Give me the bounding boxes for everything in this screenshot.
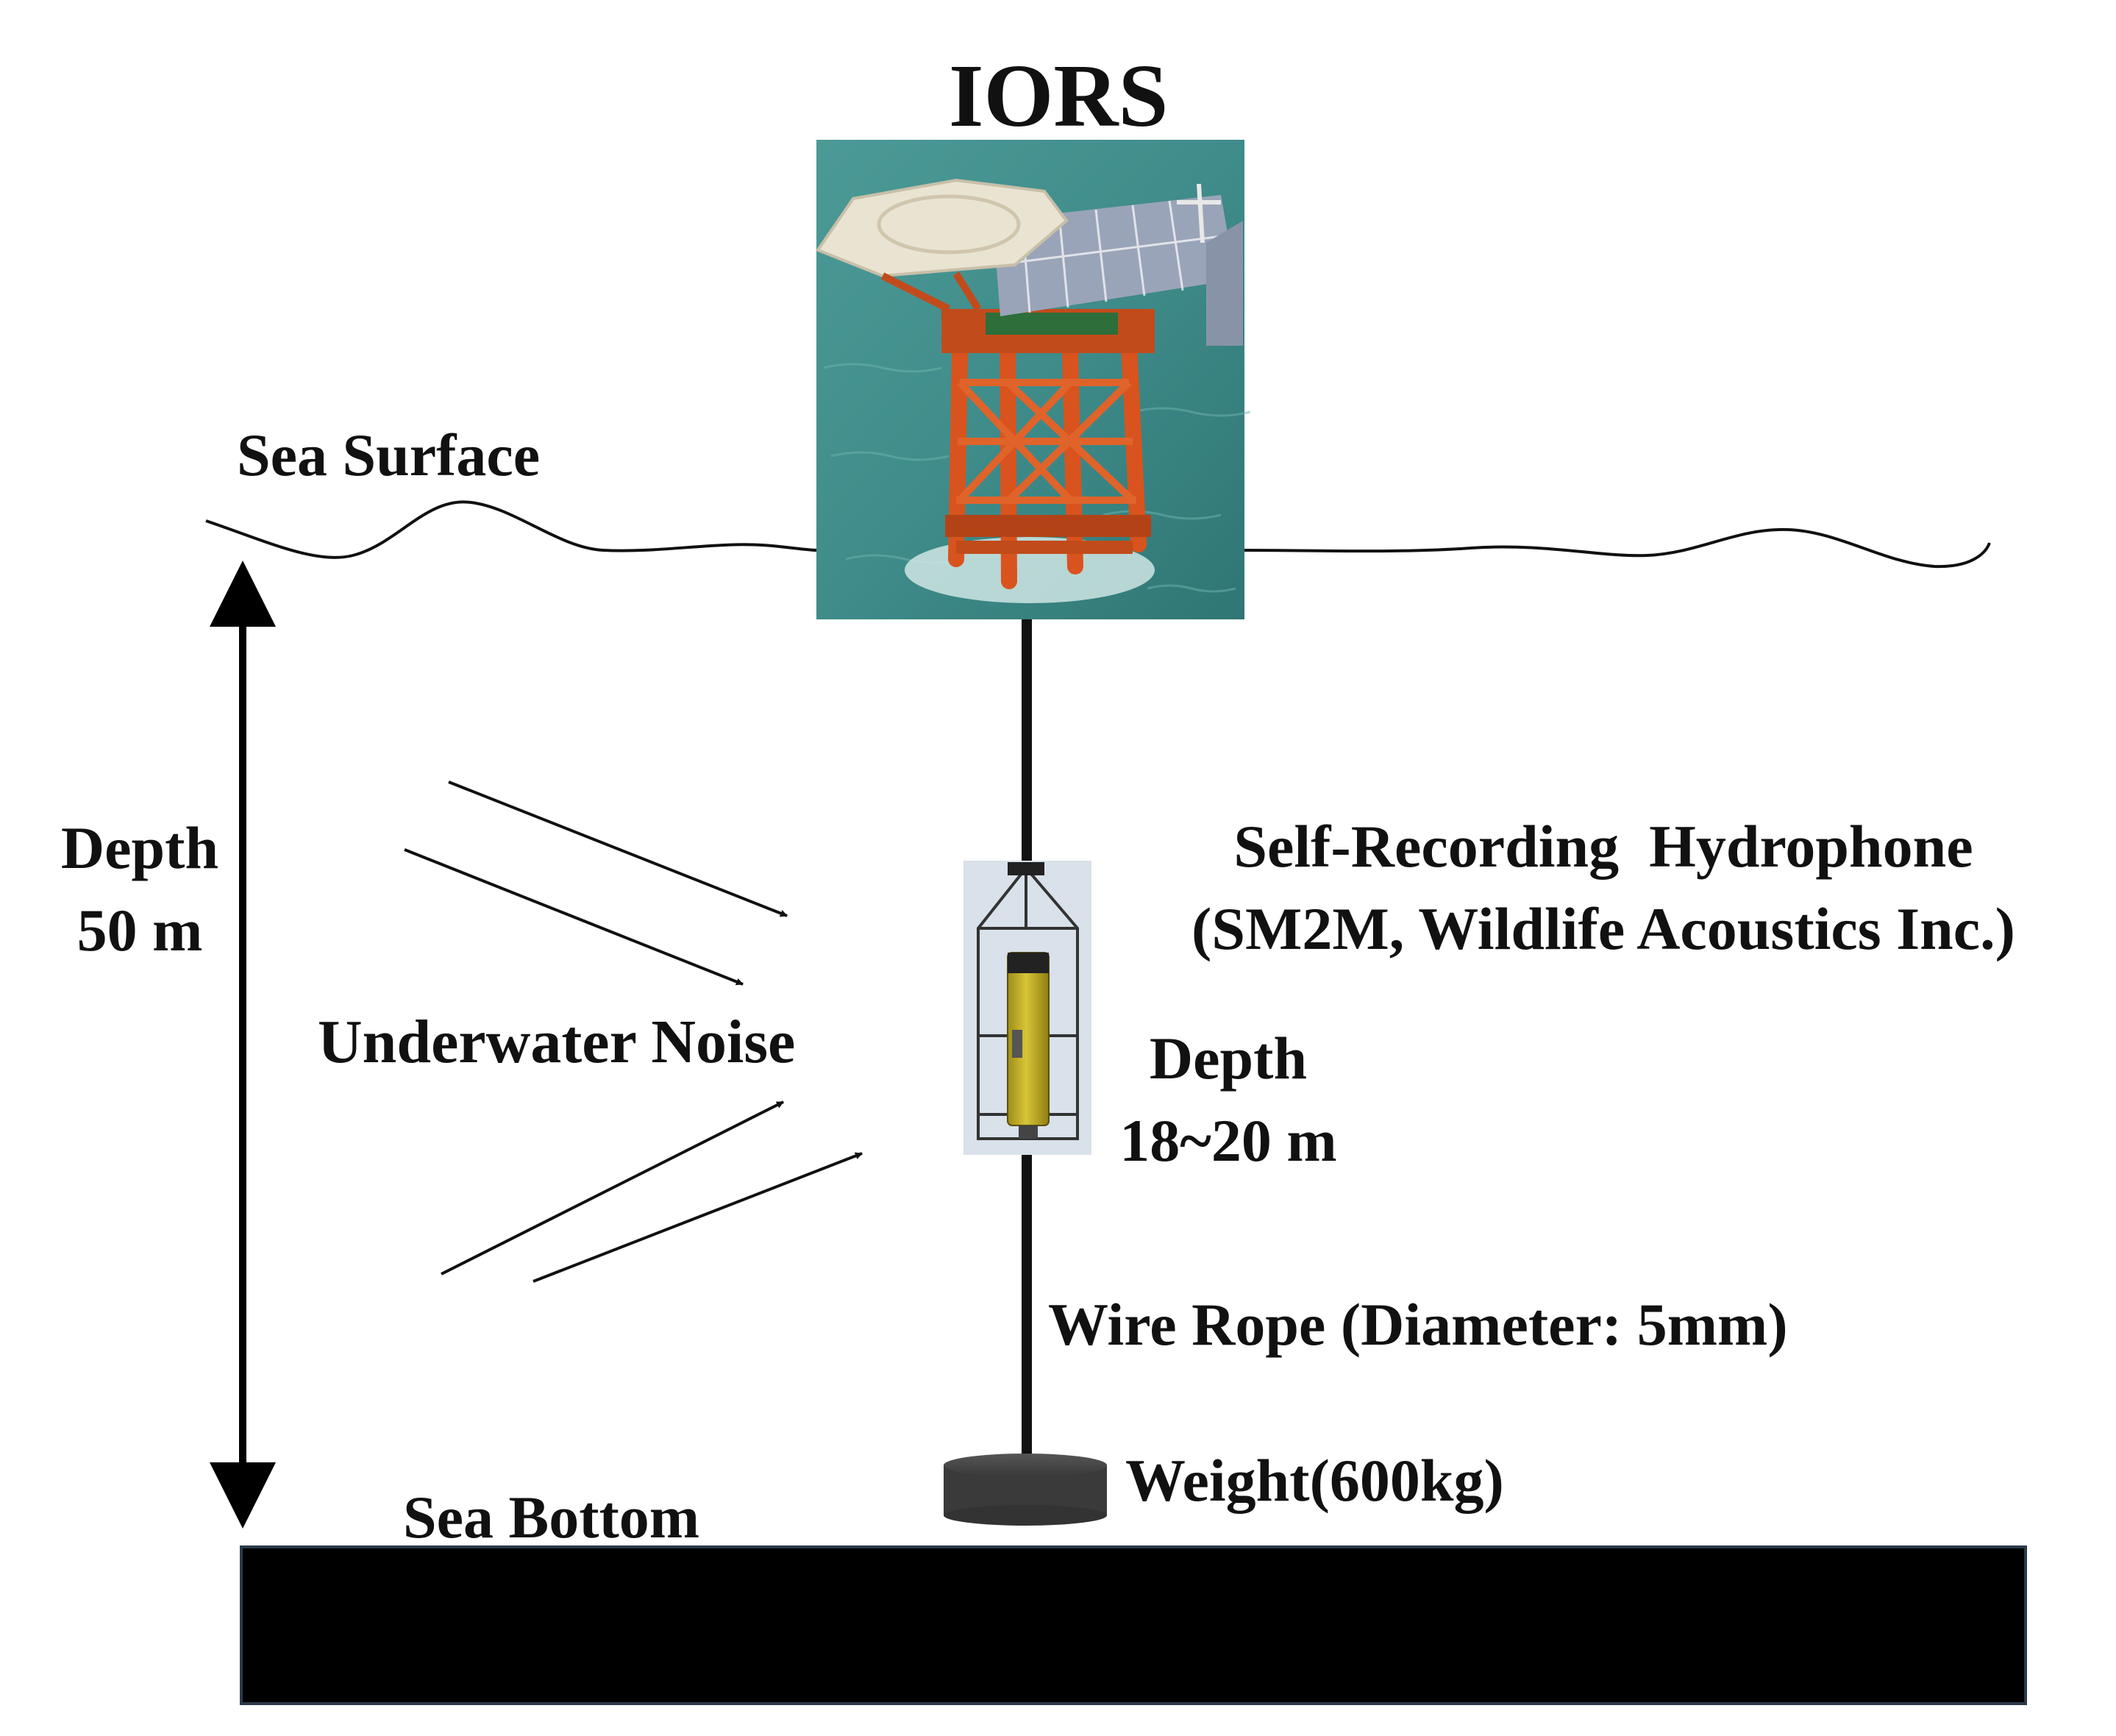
noise-arrow-2 xyxy=(404,848,744,986)
hydrophone-depth-line1: Depth xyxy=(1149,1025,1308,1092)
iors-platform-photo xyxy=(815,140,1251,619)
noise-arrow-1 xyxy=(448,780,788,917)
sea-surface-wave-right xyxy=(1242,527,1991,569)
hydrophone-photo xyxy=(963,861,1091,1155)
sea-bottom-label: Sea Bottom xyxy=(403,1484,700,1551)
hydrophone-depth-label: Depth 18~20 m xyxy=(1096,1028,1361,1171)
depth-total-line2: 50 m xyxy=(76,897,203,964)
underwater-noise-label: Underwater Noise xyxy=(318,1008,796,1076)
hydrophone-label: Self-Recording Hydrophone (SM2M, Wildlif… xyxy=(1103,817,2103,959)
sea-surface-wave-left xyxy=(205,500,817,559)
noise-arrow-3 xyxy=(441,1100,784,1276)
sea-bottom-block xyxy=(240,1545,2027,1705)
depth-total-line1: Depth xyxy=(60,814,219,881)
hydrophone-line1: Self-Recording Hydrophone xyxy=(1233,813,1973,880)
weight-label: Weight(600kg) xyxy=(1125,1447,1504,1514)
depth-total-label: Depth 50 m xyxy=(44,818,235,961)
noise-arrow-4 xyxy=(532,1152,863,1283)
noise-arrows xyxy=(404,780,863,1283)
weight-block xyxy=(944,1454,1107,1526)
wire-rope-label: Wire Rope (Diameter: 5mm) xyxy=(1048,1291,1788,1358)
hydrophone-line2: (SM2M, Wildlife Acoustics Inc.) xyxy=(1191,895,2015,962)
hydrophone-depth-line2: 18~20 m xyxy=(1119,1107,1337,1174)
sea-surface-label: Sea Surface xyxy=(237,421,541,488)
platform-title: IORS xyxy=(949,46,1169,146)
